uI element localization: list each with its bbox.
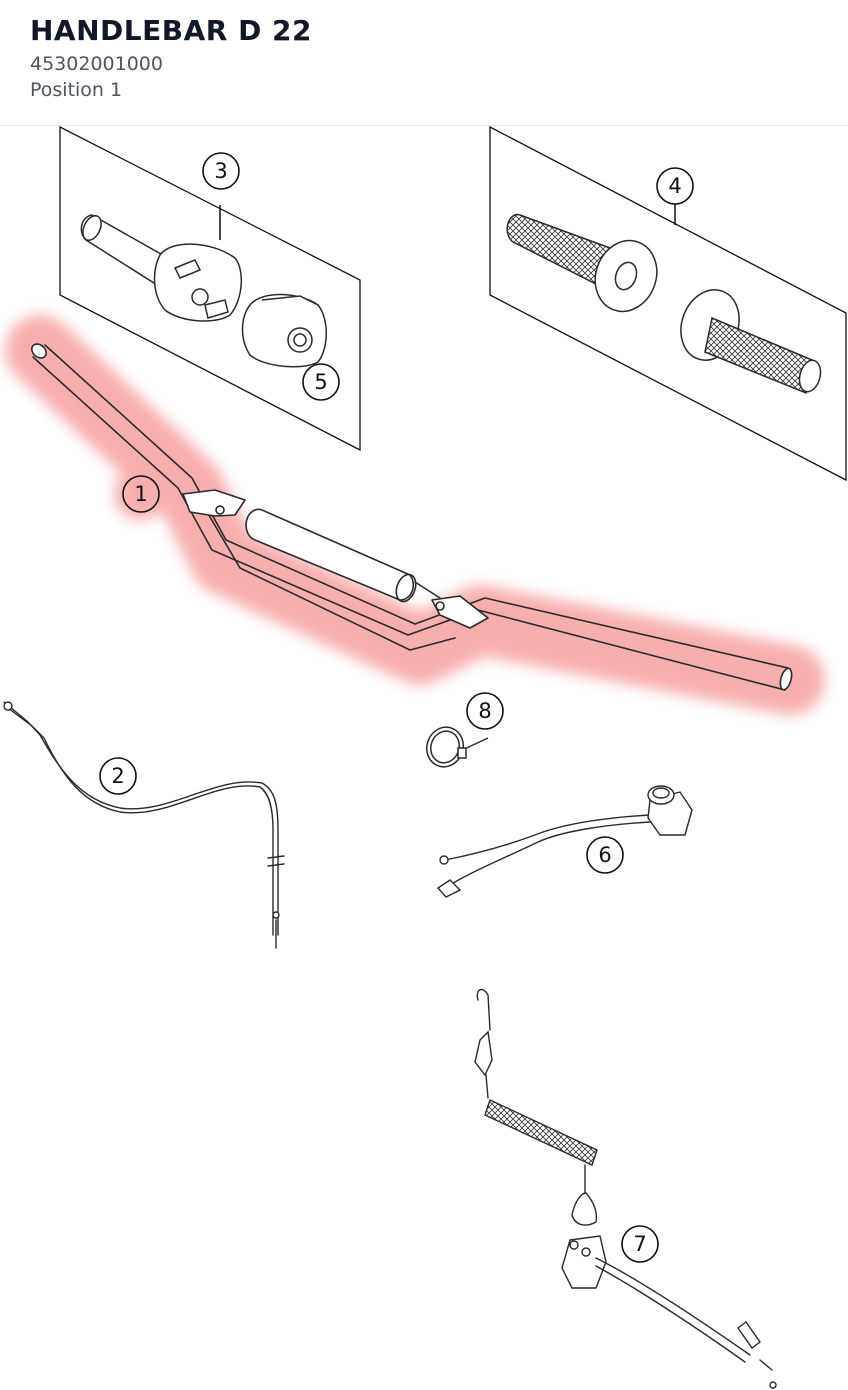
kill-switch-lanyard-icon (474, 988, 777, 1389)
callout-circle (466, 692, 504, 730)
part-number: 45302001000 (30, 53, 163, 75)
callout-layer: 1 2 3 4 5 6 7 8 (99, 152, 694, 1263)
callout-circle (99, 757, 137, 795)
page-title: HANDLEBAR D 22 (30, 14, 313, 47)
part-5-throttle-housing[interactable] (241, 293, 327, 368)
callout-label: 3 (214, 159, 227, 183)
throttle-grip-icon (80, 205, 243, 322)
part-6-switch[interactable] (436, 785, 693, 898)
callout-circle (621, 1225, 659, 1263)
throttle-housing-icon (241, 293, 327, 368)
handle-grips-icon (506, 200, 822, 395)
callout-circle (122, 475, 160, 513)
part-4-handle-grips[interactable] (506, 200, 824, 395)
cable-tie-icon (426, 726, 489, 768)
callout-circle (202, 152, 240, 190)
position-label: Position 1 (30, 79, 123, 101)
handlebar-icon (31, 343, 793, 691)
callout-7[interactable]: 7 (621, 1225, 659, 1263)
switch-icon (436, 785, 693, 898)
callout-1[interactable]: 1 (122, 475, 160, 513)
callout-circle (302, 363, 340, 401)
callout-5[interactable]: 5 (302, 363, 340, 401)
callout-circle (586, 836, 624, 874)
callout-label: 2 (111, 764, 124, 788)
part-8-cable-tie[interactable] (421, 722, 489, 772)
callout-3[interactable]: 3 (202, 152, 240, 190)
callout-label: 8 (478, 699, 491, 723)
callout-label: 5 (314, 370, 327, 394)
callout-8[interactable]: 8 (466, 692, 504, 730)
callout-6[interactable]: 6 (586, 836, 624, 874)
part-1-handlebar[interactable] (5, 315, 825, 715)
callout-label: 6 (598, 843, 611, 867)
callout-4[interactable]: 4 (656, 167, 694, 205)
throttle-cable-icon (3, 701, 285, 949)
callout-label: 7 (633, 1232, 646, 1256)
callout-label: 4 (668, 174, 681, 198)
callout-label: 1 (134, 482, 147, 506)
part-3-throttle-grip[interactable] (79, 205, 243, 322)
panel-grips (489, 125, 847, 482)
part-2-throttle-cable[interactable] (3, 701, 285, 949)
panel-throttle (59, 125, 361, 452)
callout-2[interactable]: 2 (99, 757, 137, 795)
page-header: HANDLEBAR D 22 45302001000 Position 1 (0, 0, 848, 126)
part-7-kill-switch[interactable] (474, 988, 777, 1389)
callout-circle (656, 167, 694, 205)
